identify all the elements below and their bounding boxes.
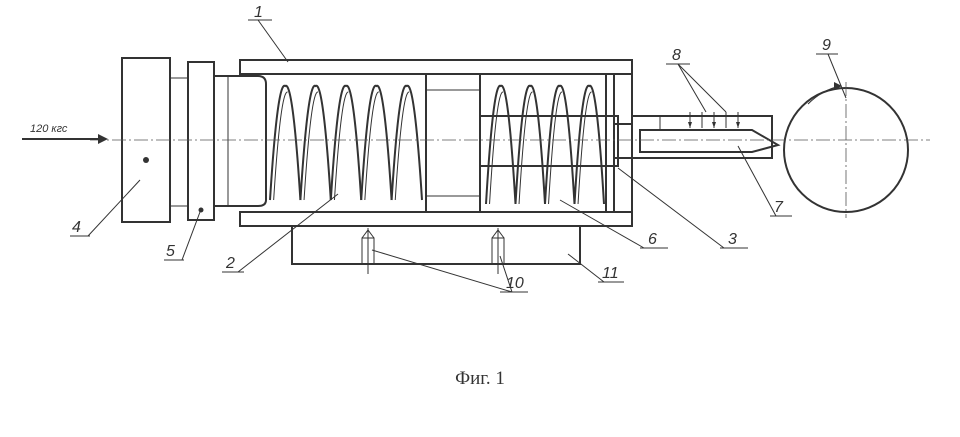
spring-coil [269, 84, 302, 201]
spring-coil [329, 84, 363, 201]
spring-coil-inner [548, 91, 563, 205]
plunger-rod [214, 75, 267, 207]
inner-rod [479, 115, 619, 167]
spring-coil-inner [394, 91, 410, 201]
label-1: 1 [254, 4, 263, 21]
label-6: 6 [648, 231, 657, 248]
spring-coil [360, 84, 393, 201]
part-7-pin-holder [631, 115, 781, 159]
spring-coil [299, 84, 332, 201]
part-9-wheel [783, 82, 909, 218]
part-2-large-spring [269, 84, 423, 201]
label-10: 10 [506, 275, 524, 292]
spring-coil [544, 84, 576, 205]
label-5: 5 [166, 243, 175, 260]
label-7: 7 [774, 199, 784, 216]
part-10-fastener [361, 228, 505, 274]
spring-coil-inner [577, 91, 593, 205]
spring-coil-inner [303, 91, 319, 201]
part-labels: 1 4 5 2 6 3 7 8 9 10 11 [72, 4, 831, 292]
label-2: 2 [225, 255, 235, 272]
part-6-small-spring [485, 84, 605, 205]
force-label: 120 кгс [30, 123, 68, 135]
label-4: 4 [72, 219, 81, 236]
force-arrow: 120 кгс [22, 123, 108, 144]
spring-coil [514, 84, 546, 205]
spring-coil-inner [489, 91, 504, 205]
part-8-arrows [688, 112, 740, 128]
part-3-end-plate [605, 73, 615, 213]
leader-lines [70, 19, 847, 293]
spring-coil-inner [364, 91, 380, 201]
shaft-segment [170, 77, 188, 207]
piston-divider [425, 73, 481, 213]
spring-coil [573, 84, 605, 205]
label-9: 9 [822, 37, 831, 54]
part-5-disk [187, 61, 215, 221]
label-11: 11 [602, 265, 619, 282]
figure-caption: Фиг. 1 [455, 368, 505, 389]
spring-coil-inner [333, 91, 349, 201]
label-8: 8 [672, 47, 681, 64]
spring-coil [390, 84, 423, 201]
part-11-base [291, 225, 581, 274]
part-1-housing [239, 59, 633, 227]
spring-coil-inner [518, 91, 534, 205]
spring-coil [485, 84, 517, 205]
spring-coil-inner [273, 91, 289, 201]
label-3: 3 [728, 231, 737, 248]
